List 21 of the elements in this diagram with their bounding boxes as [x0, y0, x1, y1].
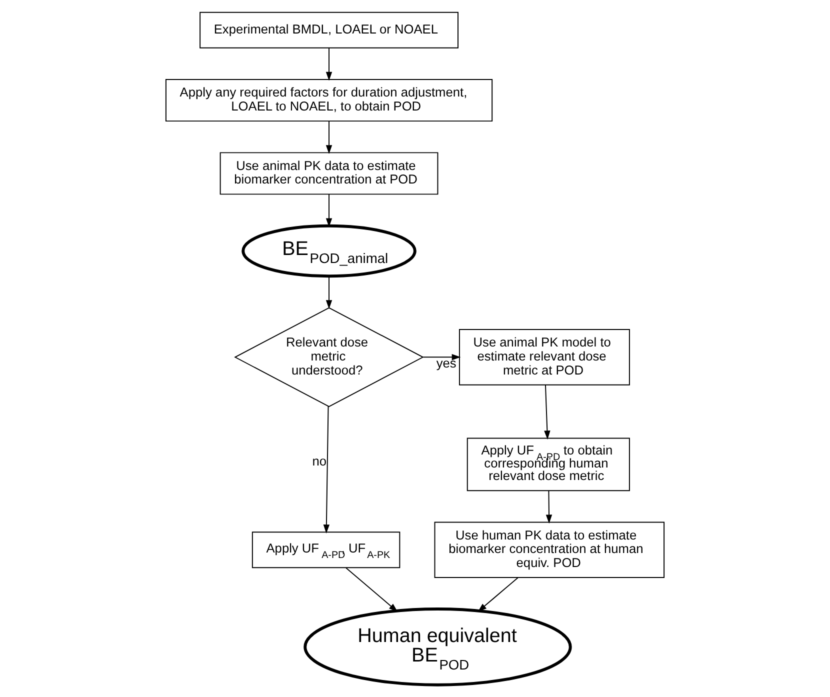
node-box: Experimental BMDL, LOAEL or NOAEL: [200, 12, 458, 48]
arrow: [326, 48, 332, 81]
arrow: [326, 194, 332, 228]
node-box: Apply any required factors for duration adjustment, LOAEL to NOAEL, to obtain POD: [165, 79, 493, 122]
edge-label: yes: [436, 355, 456, 370]
arrow: [422, 354, 461, 360]
node-box: Apply UF$_{A-PD}$ to obtain corresponding human relevant dose metric: [466, 438, 630, 492]
node-box: Use animal PK model to estimate relevant dose metric at POD: [458, 329, 630, 386]
arrow: [323, 406, 330, 534]
arrow: [544, 384, 550, 440]
node-ellipse: BE$_{POD_animal}$: [242, 224, 416, 278]
node-box: Use animal PK data to estimate biomarker concentration at POD: [220, 152, 438, 195]
node-diamond: Relevant dose metric understood?: [234, 307, 424, 408]
node-ellipse: Human equivalent BE$_{POD}$: [304, 608, 572, 686]
arrow: [478, 577, 518, 612]
arrow: [346, 567, 398, 612]
edge-label: no: [312, 454, 327, 469]
node-box: Use human PK data to estimate biomarker concentration at human equiv. POD: [434, 522, 665, 578]
arrow: [546, 490, 552, 524]
arrow: [326, 276, 332, 309]
arrow: [326, 120, 332, 154]
